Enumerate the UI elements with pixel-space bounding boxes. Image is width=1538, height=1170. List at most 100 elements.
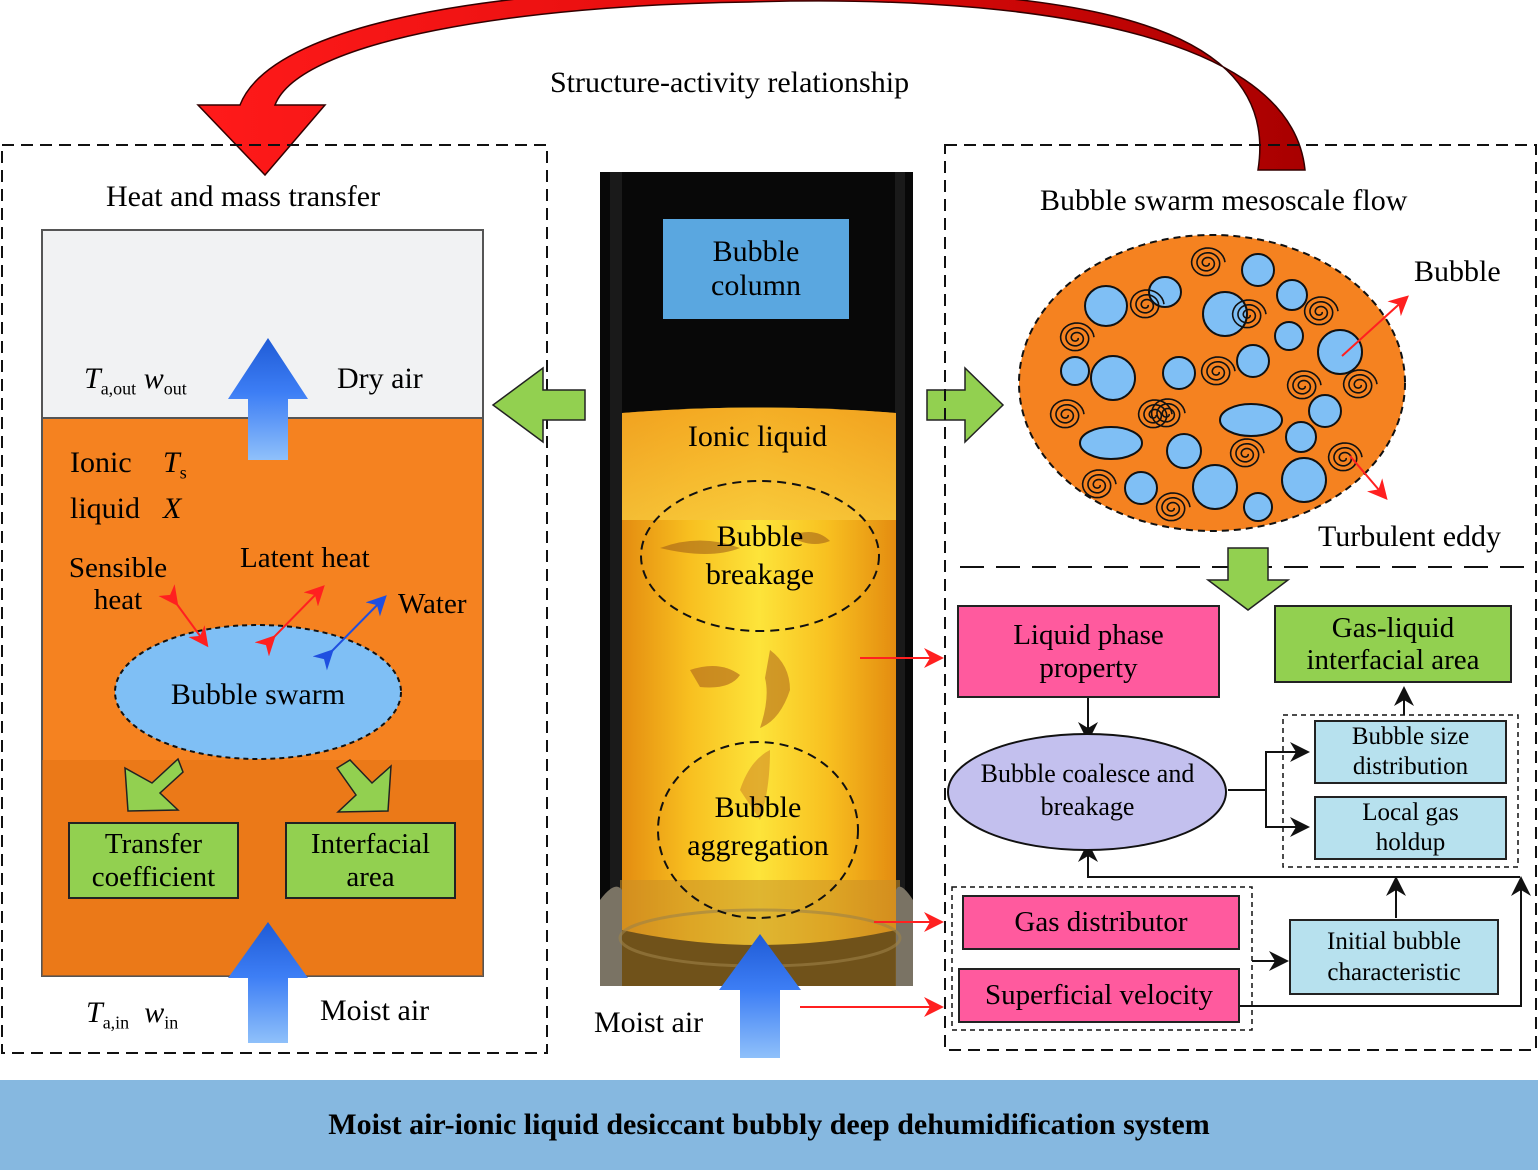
green-arrow-down-left (124, 757, 184, 812)
outlet-conditions: Ta,out wout (84, 362, 187, 398)
moist-air-label-center: Moist air (594, 1006, 704, 1039)
turbulent-eddy-icon (1081, 469, 1117, 499)
transfer-coefficient-box: Transfer coefficient (68, 822, 239, 899)
turbulent-eddy-icon (1190, 247, 1226, 277)
bubble (1162, 356, 1196, 390)
ts-symbol: T (163, 446, 180, 479)
system-title-banner: Moist air-ionic liquid desiccant bubbly … (0, 1080, 1538, 1170)
bubble-label: Bubble (1414, 255, 1501, 288)
sensible-heat-arrow (158, 584, 209, 648)
outlet-temperature-sub: a,out (100, 378, 137, 399)
system-title: Moist air-ionic liquid desiccant bubbly … (328, 1108, 1210, 1141)
outlet-humidity-symbol: w (143, 362, 164, 395)
water-arrow (312, 595, 387, 671)
bubble (1308, 394, 1342, 428)
green-arrow-down (1205, 547, 1291, 611)
turbulent-eddy-icon (1327, 442, 1363, 472)
turbulent-eddy-icon (1200, 356, 1236, 386)
moist-air-up-arrow-left (228, 922, 308, 1043)
bubble (1124, 471, 1158, 505)
ionic-liquid-label: Ionic liquid (687, 420, 828, 453)
aggregation-dashed-ellipse (657, 741, 859, 919)
liquid-phase-property-box: Liquid phase property (957, 605, 1220, 698)
bubble (1241, 253, 1275, 287)
arc-title: Structure-activity relationship (550, 66, 910, 99)
ts-sub: s (179, 462, 187, 483)
eddy-label-arrow (1349, 455, 1388, 501)
bubble (1090, 355, 1136, 401)
coalesce-breakage-label: Bubble coalesce and breakage (980, 759, 1195, 821)
inlet-humidity-symbol: w (144, 996, 165, 1029)
left-panel-frame (1, 144, 548, 1054)
bubble-group (1060, 253, 1363, 522)
inlet-humidity-sub: in (164, 1012, 179, 1033)
turbulent-eddy-icon (1137, 399, 1173, 429)
structure-activity-arc-arrow (196, 0, 1306, 177)
bubble (1281, 457, 1327, 503)
turbulent-eddy-icon (1150, 398, 1186, 428)
bubble (1276, 279, 1308, 311)
gas-liquid-interfacial-area-box: Gas-liquid interfacial area (1274, 605, 1512, 683)
bubble (1243, 492, 1273, 522)
solution-temperature: Ts (163, 446, 187, 482)
size-holdup-group-frame (1282, 714, 1519, 868)
outlet-temperature-symbol: T (84, 362, 101, 395)
bubble-column-label: Bubble column (663, 219, 849, 319)
breakage-dashed-ellipse (640, 480, 880, 632)
turbulent-eddy-icon (1229, 438, 1265, 468)
eddy-group (1049, 247, 1378, 522)
bubble-aggregation-label: Bubble aggregation (687, 791, 829, 862)
bubble (1274, 321, 1304, 351)
moist-air-up-arrow-center (719, 934, 801, 1058)
turbulent-eddy-icon (1286, 370, 1322, 400)
turbulent-eddy-icon (1155, 492, 1191, 522)
bubble (1079, 426, 1143, 460)
bubble (1317, 329, 1363, 375)
local-gas-holdup-box: Local gas holdup (1314, 796, 1507, 860)
latent-heat-label: Latent heat (240, 542, 370, 574)
turbulent-eddy-icon (1231, 299, 1267, 329)
dry-air-label: Dry air (337, 362, 423, 395)
water-label: Water (398, 588, 467, 620)
turbulent-eddy-icon (1303, 296, 1339, 326)
green-arrow-left (491, 366, 586, 444)
bubble (1285, 421, 1317, 453)
green-arrow-right (926, 366, 1005, 444)
bubble-size-distribution-box: Bubble size distribution (1314, 720, 1507, 784)
liquid-label: liquid (70, 492, 141, 525)
bubble (1192, 464, 1238, 510)
turbulent-eddy-icon (1059, 322, 1095, 352)
sensible-heat-label: Sensible heat (68, 552, 168, 617)
turbulent-eddy-icon (1129, 289, 1165, 319)
turbulent-eddy-icon (1049, 399, 1085, 429)
x-symbol: X (163, 492, 182, 525)
gas-distributor-box: Gas distributor (962, 895, 1240, 950)
initial-bubble-characteristic-box: Initial bubble characteristic (1289, 919, 1499, 995)
concentration-symbol: X (163, 492, 181, 526)
right-panel-frame (944, 144, 1537, 1051)
bubble-breakage-label: Bubble breakage (705, 520, 815, 591)
green-arrow-down-right (335, 759, 392, 813)
moist-air-label-left: Moist air (320, 994, 430, 1027)
bubble (1219, 403, 1283, 437)
bubble (1236, 344, 1270, 378)
coalesce-ellipse (947, 733, 1227, 851)
bubble-label-arrow (1341, 295, 1409, 357)
outlet-humidity-sub: out (163, 378, 187, 399)
bubble (1060, 356, 1090, 386)
bubble (1084, 285, 1128, 327)
bubble (1202, 291, 1248, 337)
inlet-conditions: Ta,in win (86, 996, 178, 1032)
inputs-group-frame (951, 886, 1253, 1031)
inlet-temperature-symbol: T (86, 996, 103, 1029)
right-panel-heading: Bubble swarm mesoscale flow (1040, 184, 1408, 217)
bubble (1166, 433, 1202, 469)
dry-air-up-arrow (228, 338, 308, 460)
turbulent-eddy-icon (1342, 369, 1378, 399)
inlet-temperature-sub: a,in (102, 1012, 130, 1033)
interfacial-area-box: Interfacial area (285, 822, 456, 899)
bubble-swarm-label: Bubble swarm (170, 678, 346, 711)
ionic-label: Ionic (70, 446, 132, 479)
superficial-velocity-box: Superficial velocity (958, 968, 1240, 1023)
